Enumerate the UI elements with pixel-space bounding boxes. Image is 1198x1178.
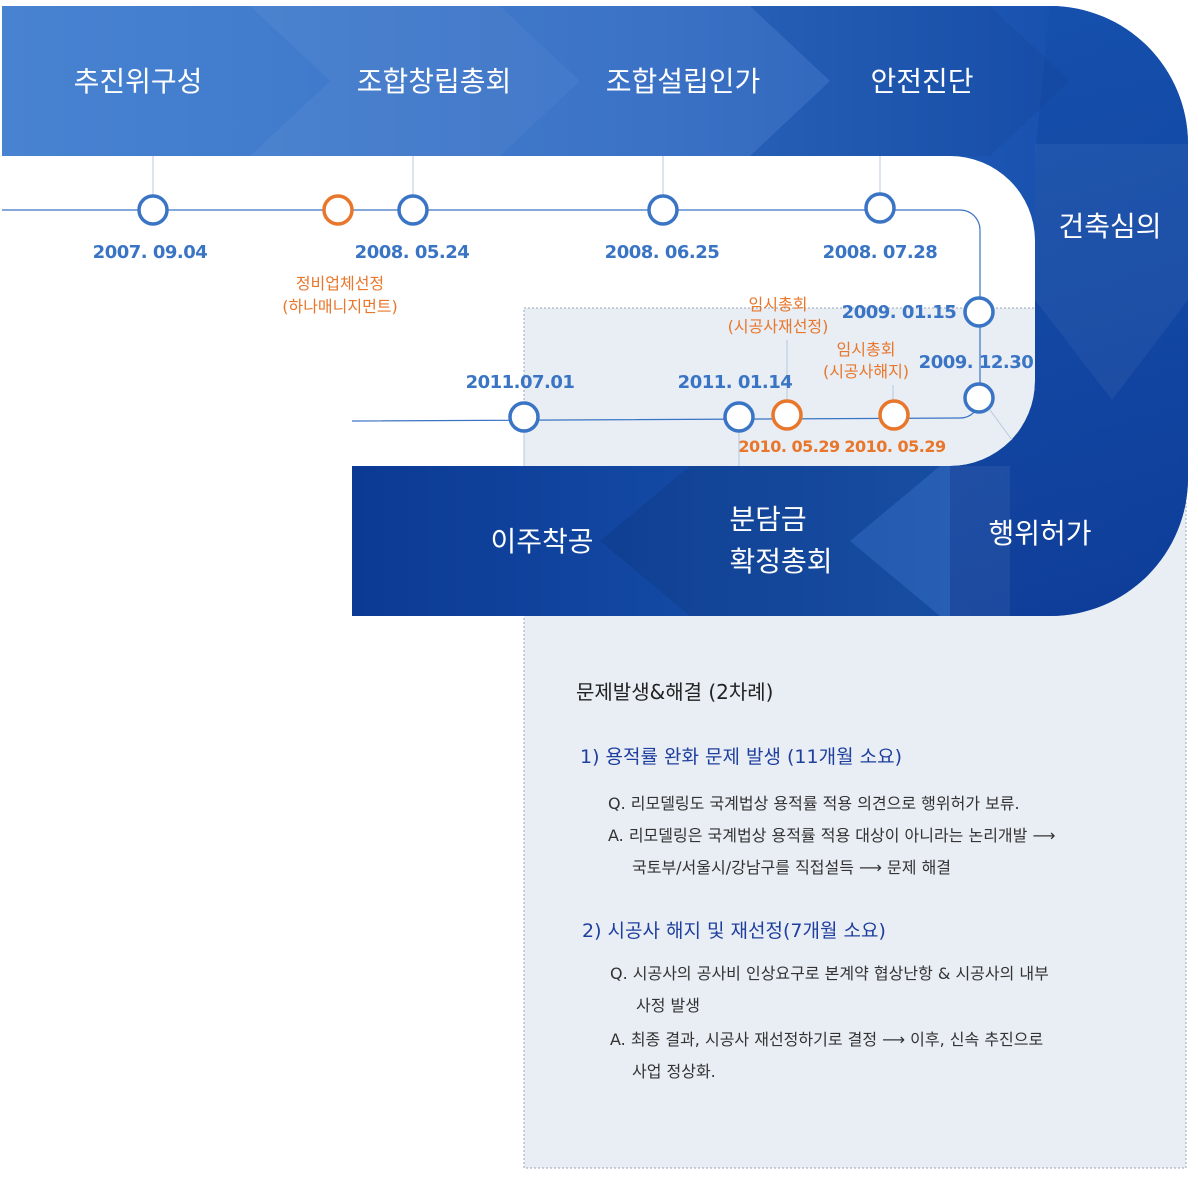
milestone-node-2008-05-24: [397, 194, 429, 226]
stage-label-5: 건축심의: [1058, 210, 1161, 243]
issue2-answer-cont: 사업 정상화.: [632, 1062, 716, 1081]
date-label-d9: 2011. 01.14: [678, 372, 793, 393]
issues-title: 문제발생&해결 (2차례): [576, 680, 774, 704]
chevron-7: [600, 466, 940, 616]
milestone-node-2011-01-14: [723, 401, 755, 433]
issue2-answer: A. 최종 결과, 시공사 재선정하기로 결정 ⟶ 이후, 신속 추진으로: [610, 1030, 1044, 1049]
chevron-1: [2, 6, 330, 156]
event-label-o1b: (하나매니지먼트): [282, 297, 398, 316]
date-label-d7: 2010. 05.29: [738, 437, 840, 456]
event-label-o2a: 임시총회: [749, 295, 808, 314]
issue1-heading: 1) 용적률 완화 문제 발생 (11개월 소요): [580, 746, 902, 768]
stage-label-8: 이주착공: [490, 525, 593, 558]
milestone-node-2008-07-28: [864, 192, 896, 224]
milestone-node-contractor-selection: [322, 194, 354, 226]
date-label-d5: 2009. 01.15: [842, 302, 957, 323]
chevron-3: [500, 6, 830, 156]
chevron-5: [1035, 144, 1188, 400]
stage-label-3: 조합설립인가: [606, 65, 761, 98]
milestone-node-2008-06-25: [647, 194, 679, 226]
milestone-node-2009-12-30: [963, 382, 995, 414]
chevron-2: [250, 6, 580, 156]
date-label-d3: 2008. 06.25: [605, 242, 720, 263]
tick-d6: [989, 409, 1013, 441]
stage-label-2: 조합창립총회: [357, 65, 512, 98]
milestone-node-2007-09-04: [137, 194, 169, 226]
milestone-node-temp-assembly-reselection: [771, 399, 803, 431]
date-label-d4: 2008. 07.28: [823, 242, 938, 263]
milestone-node-2011-07-01: [508, 401, 540, 433]
issue1-answer-cont: 국토부/서울시/강남구를 직접설득 ⟶ 문제 해결: [632, 858, 952, 877]
stage-label-1: 추진위구성: [74, 65, 203, 98]
date-label-d8: 2010. 05.29: [844, 437, 946, 456]
process-band-right: [950, 6, 1188, 616]
stage-label-7b: 확정총회: [729, 545, 832, 578]
chevron-6: [850, 466, 1010, 616]
process-band-bottom: [352, 466, 950, 616]
date-label-d6: 2009. 12.30: [919, 352, 1034, 373]
stage-label-6: 행위허가: [988, 517, 1091, 550]
stage-label-7a: 분담금: [729, 503, 806, 536]
issue1-answer: A. 리모델링은 국계법상 용적률 적용 대상이 아니라는 논리개발 ⟶: [608, 826, 1056, 845]
event-label-o3a: 임시총회: [837, 340, 896, 359]
issues-section: 문제발생&해결 (2차례) 1) 용적률 완화 문제 발생 (11개월 소요) …: [524, 618, 1186, 1168]
event-label-o3b: (시공사해지): [823, 362, 909, 381]
date-label-d1: 2007. 09.04: [93, 242, 208, 263]
date-label-d2: 2008. 05.24: [355, 242, 470, 263]
date-label-d10: 2011.07.01: [466, 372, 575, 393]
issue2-question: Q. 시공사의 공사비 인상요구로 본계약 협상난항 & 시공사의 내부: [610, 964, 1049, 983]
issue1-question: Q. 리모델링도 국계법상 용적률 적용 의견으로 행위허가 보류.: [608, 794, 1020, 813]
issue2-question-cont: 사정 발생: [636, 996, 700, 1015]
stage-label-4: 안전진단: [870, 65, 973, 98]
event-label-o1a: 정비업체선정: [296, 274, 384, 293]
chevron-4: [750, 6, 1070, 156]
event-label-o2b: (시공사재선정): [728, 317, 829, 336]
milestone-node-temp-assembly-termination: [878, 399, 910, 431]
milestone-node-2009-01-15: [963, 296, 995, 328]
issue2-heading: 2) 시공사 해지 및 재선정(7개월 소요): [582, 920, 886, 942]
